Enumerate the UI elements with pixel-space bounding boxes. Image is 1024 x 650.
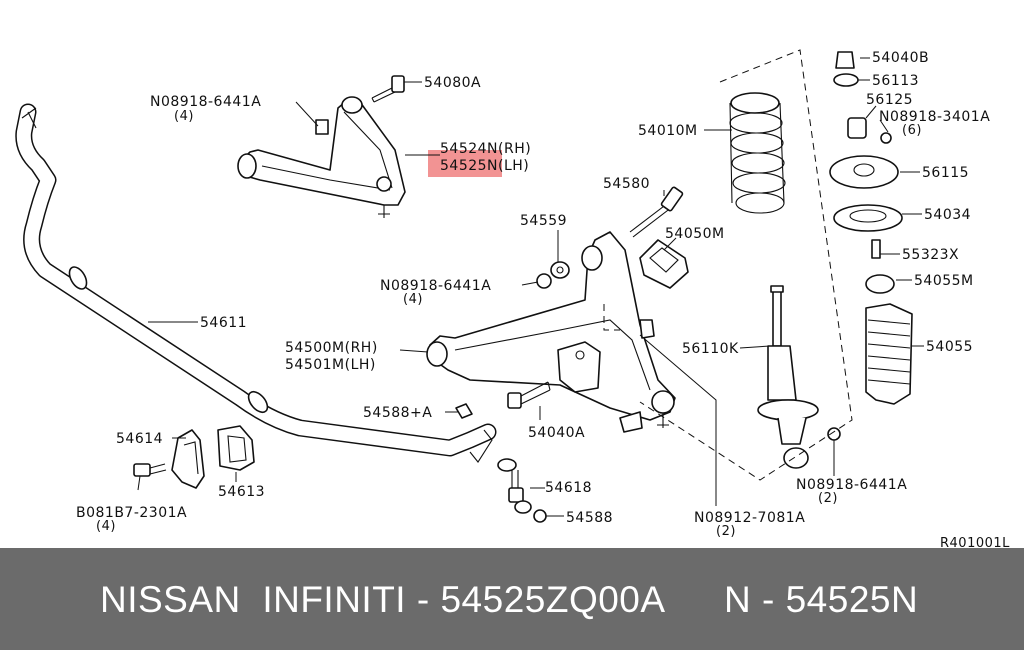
label-strut-56110K: 56110K bbox=[682, 341, 739, 357]
label-nut-top: N08918-3401A bbox=[879, 109, 990, 125]
coil-spring bbox=[729, 92, 786, 214]
label-upper-arm-rh: 54524N(RH) bbox=[440, 141, 531, 157]
nut-bracket bbox=[639, 319, 655, 339]
lower-link-arm bbox=[426, 231, 676, 433]
label-upper-arm-lh: 54525N(LH) bbox=[440, 158, 529, 174]
label-diagram-code: R401001L bbox=[940, 536, 1010, 548]
highlight-box bbox=[428, 150, 502, 177]
label-washer-56113: 56113 bbox=[872, 73, 919, 89]
label-boot-54055: 54055 bbox=[926, 339, 973, 355]
label-bumper-54055M: 54055M bbox=[914, 273, 974, 289]
part-number-footer: NISSAN INFINITI - 54525ZQ00A N - 54525N bbox=[0, 548, 1024, 650]
label-nut-08912: N08912-7081A bbox=[694, 510, 805, 526]
label-bolt-081B7: B081B7-2301A bbox=[76, 505, 187, 521]
reference-number-text: N - 54525N bbox=[724, 579, 919, 620]
stabilizer-clamp bbox=[171, 429, 205, 489]
label-link-54618: 54618 bbox=[545, 480, 592, 496]
strut-assembly bbox=[757, 285, 841, 469]
stabilizer-bushing bbox=[217, 425, 255, 471]
exploded-parts-diagram: 54080A N08918-6441A (4) 54524N(RH) 54525… bbox=[15, 49, 1010, 548]
part-number-text: NISSAN INFINITI - 54525ZQ00A bbox=[100, 579, 666, 620]
bolt-54080A bbox=[371, 75, 405, 103]
label-mount-56115: 56115 bbox=[922, 165, 969, 181]
label-bolt-54580: 54580 bbox=[603, 176, 650, 192]
label-qty-nut-top: (6) bbox=[902, 123, 922, 138]
label-qty-bolt-081B7: (4) bbox=[96, 519, 116, 534]
label-lower-arm-rh: 54500M(RH) bbox=[285, 340, 378, 356]
label-nut-54040B: 54040B bbox=[872, 50, 929, 66]
label-clamp-54614: 54614 bbox=[116, 431, 163, 447]
label-stabilizer-54611: 54611 bbox=[200, 315, 247, 331]
bolt-54040A bbox=[507, 381, 551, 409]
label-coil-spring: 54010M bbox=[638, 123, 698, 139]
label-washer-54559: 54559 bbox=[520, 213, 567, 229]
label-bracket-54588A: 54588+A bbox=[363, 405, 432, 421]
label-bolt-54040A: 54040A bbox=[528, 425, 585, 441]
washer-54559 bbox=[550, 261, 570, 279]
label-lower-arm-lh: 54501M(LH) bbox=[285, 357, 376, 373]
top-mount-stack bbox=[829, 51, 913, 405]
label-nut-54588: 54588 bbox=[566, 510, 613, 526]
stabilizer-bar bbox=[15, 103, 497, 463]
label-qty-nut-lower: (4) bbox=[403, 292, 423, 307]
label-nut-lower: N08918-6441A bbox=[380, 278, 491, 294]
label-54080A: 54080A bbox=[424, 75, 481, 91]
part-labels: 54080A N08918-6441A (4) 54524N(RH) 54525… bbox=[76, 50, 1010, 548]
leader-lines bbox=[137, 57, 924, 517]
label-qty-nut-upper: (4) bbox=[174, 109, 194, 124]
label-stopper-54050M: 54050M bbox=[665, 226, 725, 242]
bolt-081B7 bbox=[133, 463, 167, 477]
label-nut-strut: N08918-6441A bbox=[796, 477, 907, 493]
label-bumper-55323X: 55323X bbox=[902, 247, 959, 263]
nut-54588 bbox=[533, 509, 547, 523]
label-seat-54034: 54034 bbox=[924, 207, 971, 223]
rebound-stopper bbox=[639, 239, 689, 289]
assembly-boundary bbox=[639, 49, 853, 481]
label-insulator-56125: 56125 bbox=[866, 92, 913, 108]
label-nut-upper: N08918-6441A bbox=[150, 94, 261, 110]
nut-lower-arm bbox=[536, 273, 552, 289]
label-qty-nut-strut: (2) bbox=[818, 491, 838, 506]
connecting-rod bbox=[497, 458, 532, 514]
bolt-54580 bbox=[629, 186, 684, 238]
label-bushing-54613: 54613 bbox=[218, 484, 265, 500]
upper-link-arm bbox=[237, 96, 406, 218]
label-qty-nut-08912: (2) bbox=[716, 524, 736, 539]
bracket-54588A bbox=[455, 403, 473, 419]
